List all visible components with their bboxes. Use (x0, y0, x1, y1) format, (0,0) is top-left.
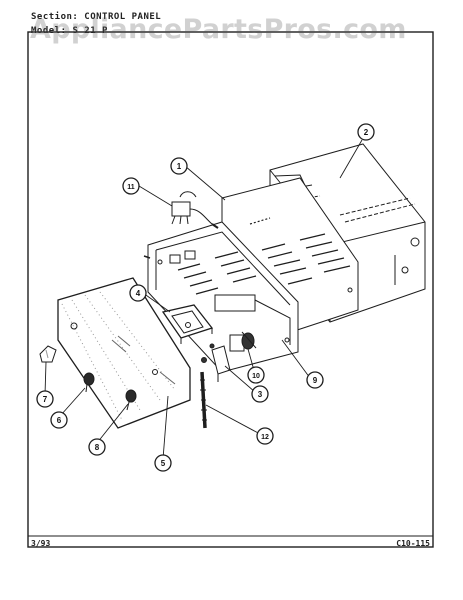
callout-8-label: 8 (95, 443, 100, 452)
callout-3 (251, 385, 269, 403)
part-5-glass-panel (57, 277, 191, 429)
callout-6-label: 6 (57, 416, 62, 425)
section-label: Section: (31, 12, 79, 22)
callout-4-label: 4 (136, 289, 141, 298)
callout-2-label: 2 (364, 128, 369, 137)
part-8-knob (125, 389, 137, 411)
watermark-text: AppliancePartsPros.com (30, 14, 407, 45)
part-9-panel-frame (143, 221, 299, 373)
section-header: Section: CONTROL PANEL (31, 12, 161, 22)
callout-10-label: 10 (252, 373, 260, 380)
callout-10 (247, 366, 265, 384)
callout-9 (306, 371, 324, 389)
section-value: CONTROL PANEL (84, 12, 162, 22)
callout-11 (122, 177, 140, 195)
model-header: Model: S 21 P (31, 26, 108, 36)
callout-12-label: 12 (261, 434, 269, 441)
callout-7-label: 7 (43, 395, 48, 404)
callout-5-label: 5 (161, 459, 166, 468)
callout-12 (256, 427, 274, 445)
part-12-threaded-rod (200, 371, 207, 429)
callout-1-label: 1 (177, 162, 182, 171)
callout-5 (154, 454, 172, 472)
callout-8 (88, 438, 106, 456)
part-7-knob-cap (39, 345, 57, 363)
leader-lines (44, 139, 363, 460)
callout-2 (357, 123, 375, 141)
callout-4 (129, 284, 147, 302)
model-label: Model: (31, 26, 67, 36)
model-value: S 21 P (72, 26, 108, 36)
page-code: C10-115 (396, 539, 430, 548)
callout-3-label: 3 (258, 390, 263, 399)
part-4-display-bezel (161, 304, 214, 344)
date-code: 3/93 (31, 539, 51, 548)
callout-7 (36, 390, 54, 408)
part-11-harness (171, 191, 219, 229)
callout-balloons (36, 123, 375, 472)
callout-6 (50, 411, 68, 429)
callout-numbers: 1 2 3 4 5 6 7 8 9 10 11 12 (43, 128, 369, 468)
part-6-knob (83, 372, 95, 393)
page-frame (27, 31, 434, 548)
part-10-clock-module (229, 331, 257, 352)
callout-11-label: 11 (127, 184, 135, 191)
callout-1 (170, 157, 188, 175)
callout-9-label: 9 (313, 376, 318, 385)
